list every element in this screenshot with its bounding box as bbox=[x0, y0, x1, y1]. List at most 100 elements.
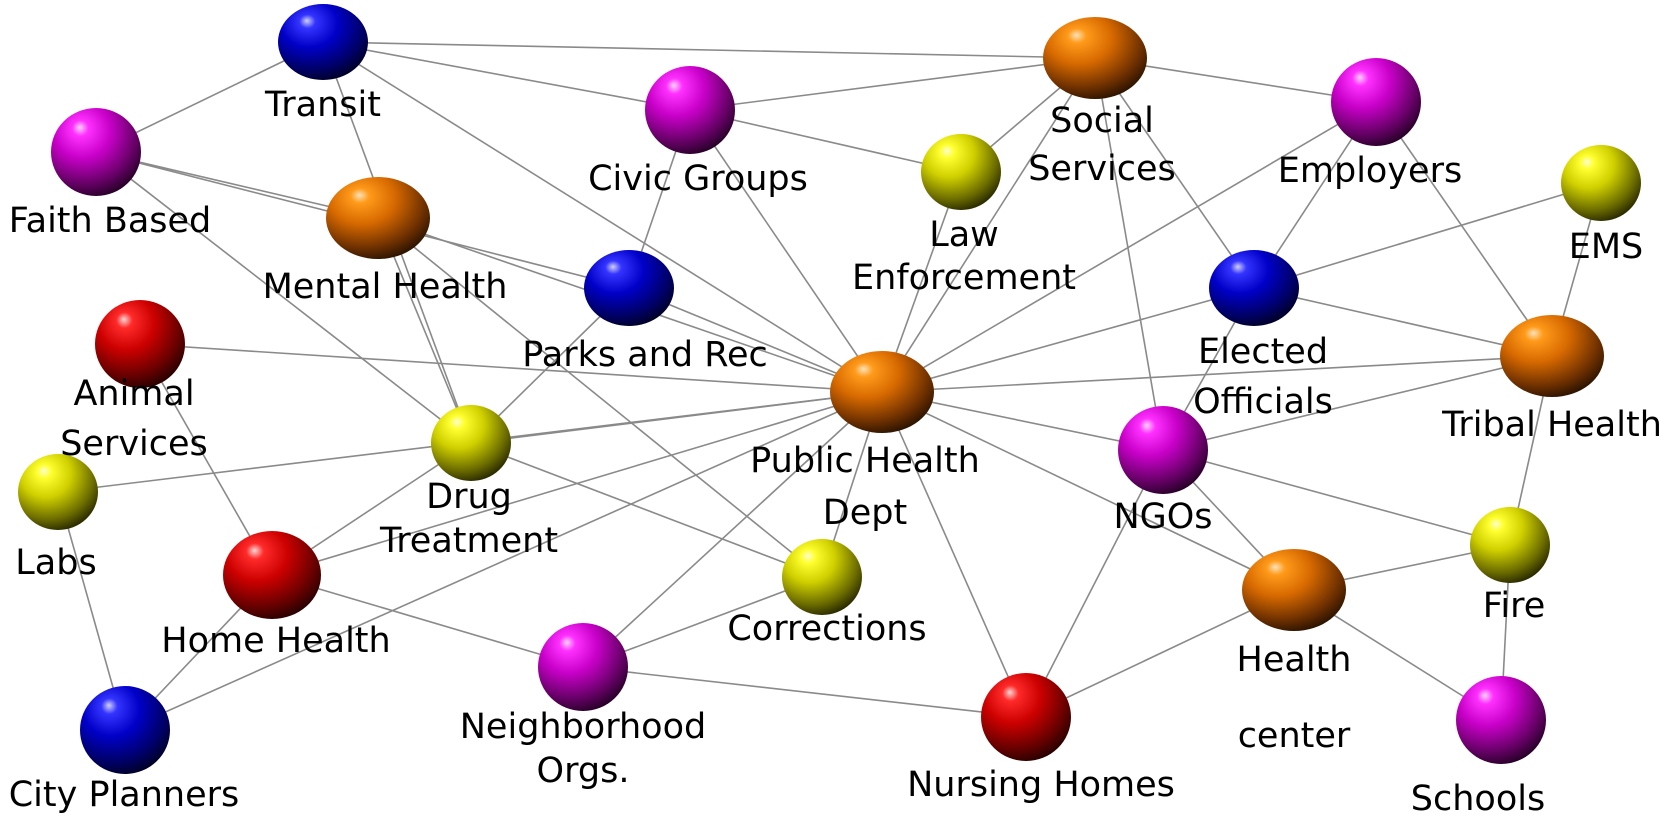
node-label-animal-1: Animal bbox=[73, 374, 194, 414]
node-label-schools: Schools bbox=[1411, 779, 1545, 819]
edge-phd-cityplanners bbox=[124, 391, 883, 731]
node-label-neighborhood-2: Orgs. bbox=[537, 751, 630, 791]
node-civic bbox=[645, 66, 735, 154]
edge-phd-nursing bbox=[881, 391, 1027, 718]
node-label-transit: Transit bbox=[264, 85, 381, 125]
node-label-ems: EMS bbox=[1569, 227, 1644, 267]
node-label-faith: Faith Based bbox=[9, 201, 212, 241]
edge-ngos-nursing bbox=[1025, 449, 1164, 718]
node-fire bbox=[1470, 507, 1550, 583]
node-label-civic: Civic Groups bbox=[588, 159, 808, 199]
yellow-sphere-icon bbox=[921, 134, 1001, 210]
node-healthcenter bbox=[1242, 549, 1346, 631]
node-nursing bbox=[981, 673, 1071, 761]
magenta-sphere-icon bbox=[51, 108, 141, 196]
node-label-elected-2: Officials bbox=[1193, 382, 1333, 422]
edge-employers-tribal bbox=[1375, 101, 1553, 357]
edge-transit-social bbox=[322, 41, 1096, 59]
node-label-social-1: Social bbox=[1050, 101, 1154, 141]
edge-transit-phd bbox=[322, 41, 883, 393]
red-sphere-icon bbox=[981, 673, 1071, 761]
node-tribal bbox=[1500, 315, 1604, 397]
node-label-drug-1: Drug bbox=[426, 477, 512, 517]
node-label-mental: Mental Health bbox=[263, 267, 508, 307]
node-homehealth bbox=[223, 531, 321, 619]
node-labs bbox=[18, 454, 98, 530]
node-label-homehealth: Home Health bbox=[161, 621, 390, 661]
node-label-parks: Parks and Rec bbox=[522, 335, 768, 375]
yellow-sphere-icon bbox=[1470, 507, 1550, 583]
node-label-social-2: Services bbox=[1028, 149, 1176, 189]
edge-social-phd bbox=[881, 57, 1096, 393]
edge-phd-tribal bbox=[881, 355, 1553, 393]
node-elected bbox=[1209, 250, 1299, 326]
magenta-sphere-icon bbox=[1456, 676, 1546, 764]
node-schools bbox=[1456, 676, 1546, 764]
node-label-nursing: Nursing Homes bbox=[907, 765, 1175, 805]
node-label-cityplanners: City Planners bbox=[9, 775, 240, 815]
node-mental bbox=[326, 177, 430, 259]
node-faith bbox=[51, 108, 141, 196]
orange-sphere-icon bbox=[1500, 315, 1604, 397]
edge-employers-phd bbox=[881, 101, 1377, 393]
edge-civic-law bbox=[689, 109, 962, 173]
edge-elected-phd bbox=[881, 287, 1255, 393]
blue-sphere-icon bbox=[1209, 250, 1299, 326]
orange-sphere-icon bbox=[326, 177, 430, 259]
edge-ems-elected bbox=[1253, 182, 1602, 289]
node-drug bbox=[431, 405, 511, 481]
node-employers bbox=[1331, 58, 1421, 146]
edge-phd-healthcenter bbox=[881, 391, 1295, 591]
node-parks bbox=[584, 250, 674, 326]
edge-healthcenter-nursing bbox=[1025, 589, 1295, 718]
yellow-sphere-icon bbox=[431, 405, 511, 481]
yellow-sphere-icon bbox=[782, 539, 862, 615]
node-label-elected-1: Elected bbox=[1198, 332, 1328, 372]
node-phd bbox=[830, 351, 934, 433]
edge-phd-neighborhood bbox=[582, 391, 883, 668]
node-social bbox=[1043, 17, 1147, 99]
node-label-healthcenter-2: center bbox=[1238, 716, 1351, 756]
edge-mental-corrections bbox=[377, 217, 823, 578]
node-label-corrections: Corrections bbox=[727, 609, 926, 649]
orange-sphere-icon bbox=[1043, 17, 1147, 99]
edge-social-ngos bbox=[1094, 57, 1164, 451]
node-label-labs: Labs bbox=[15, 543, 96, 583]
edge-civic-phd bbox=[689, 109, 883, 393]
node-label-ngos: NGOs bbox=[1113, 497, 1212, 537]
node-law bbox=[921, 134, 1001, 210]
node-label-neighborhood-1: Neighborhood bbox=[460, 707, 706, 747]
node-label-phd-2: Dept bbox=[823, 493, 907, 533]
edge-civic-social bbox=[689, 57, 1096, 111]
node-label-employers: Employers bbox=[1278, 151, 1462, 191]
edge-tribal-ngos bbox=[1162, 355, 1553, 451]
red-sphere-icon bbox=[95, 300, 185, 388]
node-label-animal-2: Services bbox=[60, 424, 208, 464]
yellow-sphere-icon bbox=[18, 454, 98, 530]
yellow-sphere-icon bbox=[1561, 145, 1641, 221]
blue-sphere-icon bbox=[278, 4, 368, 80]
edge-drug-corrections bbox=[470, 442, 823, 578]
magenta-sphere-icon bbox=[645, 66, 735, 154]
node-ems bbox=[1561, 145, 1641, 221]
magenta-sphere-icon bbox=[538, 623, 628, 711]
blue-sphere-icon bbox=[80, 686, 170, 774]
blue-sphere-icon bbox=[584, 250, 674, 326]
node-corrections bbox=[782, 539, 862, 615]
node-label-tribal: Tribal Health bbox=[1441, 405, 1662, 445]
node-animal bbox=[95, 300, 185, 388]
edge-animal-phd bbox=[139, 343, 883, 393]
magenta-sphere-icon bbox=[1331, 58, 1421, 146]
edge-homehealth-neighborhood bbox=[271, 574, 584, 668]
node-label-healthcenter-1: Health bbox=[1237, 640, 1352, 680]
edge-transit-civic bbox=[322, 41, 691, 111]
edge-ngos-fire bbox=[1162, 449, 1511, 546]
node-label-fire: Fire bbox=[1483, 586, 1545, 626]
edge-faith-drug bbox=[95, 151, 472, 444]
node-neighborhood bbox=[538, 623, 628, 711]
red-sphere-icon bbox=[223, 531, 321, 619]
node-ngos bbox=[1118, 406, 1208, 494]
magenta-sphere-icon bbox=[1118, 406, 1208, 494]
